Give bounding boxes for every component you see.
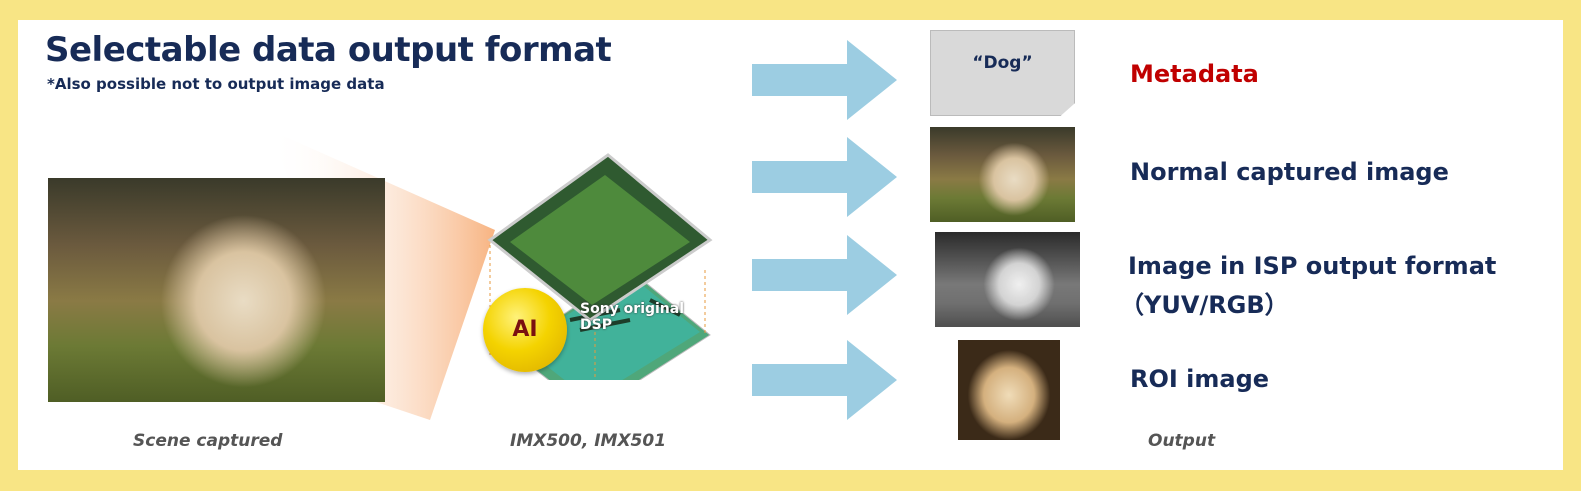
arrow-right-icon <box>752 340 897 420</box>
metadata-preview-text: “Dog” <box>972 53 1033 73</box>
arrow-right-icon <box>752 235 897 315</box>
output-label-normal: Normal captured image <box>1130 158 1449 186</box>
dsp-label-line2: DSP <box>580 317 612 333</box>
output-label-metadata: Metadata <box>1130 60 1259 88</box>
caption-output: Output <box>1148 431 1216 451</box>
normal-image-preview <box>930 127 1075 222</box>
output-label-roi: ROI image <box>1130 365 1270 393</box>
dsp-label-line1: Sony original <box>580 301 685 317</box>
page-title: Selectable data output format <box>45 30 612 70</box>
metadata-preview: “Dog” <box>930 30 1075 116</box>
page-subtitle: *Also possible not to output image data <box>47 75 385 93</box>
scene-photo <box>48 178 385 402</box>
arrow-right-icon <box>752 137 897 217</box>
ai-badge: AI <box>483 288 567 372</box>
output-label-isp-format: （YUV/RGB） <box>1120 291 1289 319</box>
arrow-right-icon <box>752 40 897 120</box>
caption-sensor: IMX500, IMX501 <box>510 431 667 451</box>
caption-scene: Scene captured <box>133 431 283 451</box>
sensor-chip-image <box>487 153 713 380</box>
output-label-isp: Image in ISP output format <box>1128 252 1497 280</box>
isp-image-preview <box>935 232 1080 327</box>
roi-image-preview <box>958 340 1060 440</box>
